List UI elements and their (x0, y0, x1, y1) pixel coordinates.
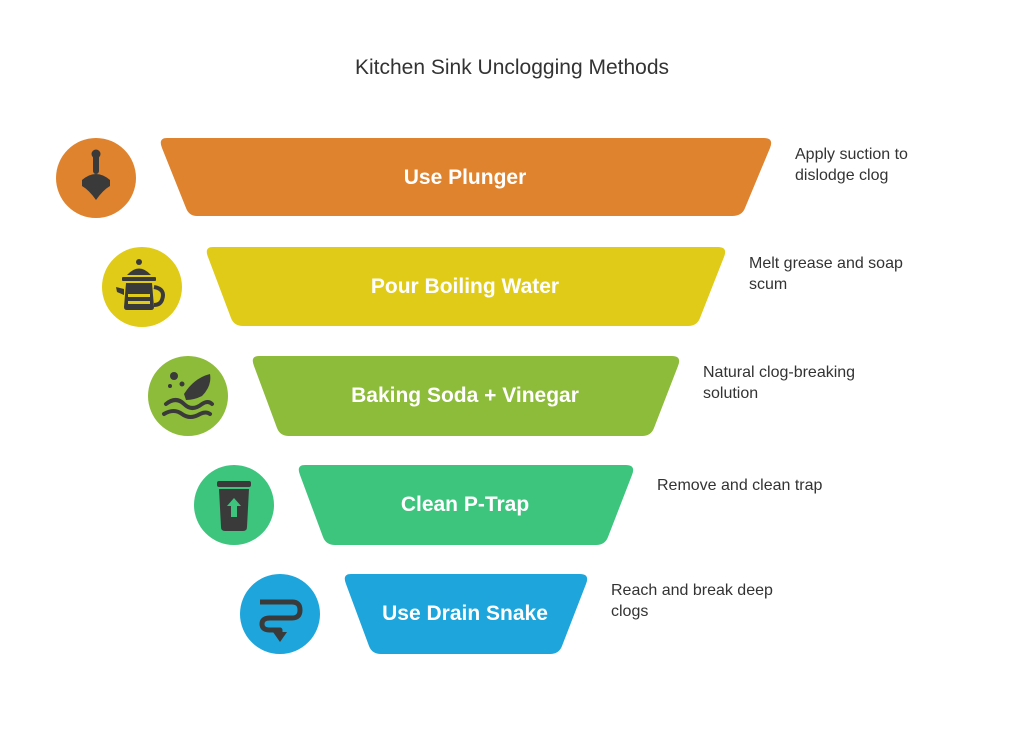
fizzing-solution-icon (162, 372, 214, 419)
stage-label-p-trap: Clean P-Trap (400, 493, 530, 516)
stage-description-p-trap: Remove and clean trap (657, 477, 823, 494)
stage-description-drain-snake: Reach and break deep clogs (611, 582, 773, 620)
diagram-title: Kitchen Sink Unclogging Methods (354, 56, 669, 79)
plunger-icon (82, 149, 110, 200)
stage-label-plunger: Use Plunger (403, 166, 527, 189)
drain-snake-icon (259, 599, 303, 642)
stage-icon-2 (102, 247, 182, 327)
stage-description-boiling-water: Melt grease and soap scum (749, 255, 903, 293)
stage-label-drain-snake: Use Drain Snake (382, 602, 548, 625)
stage-icon-4 (194, 465, 274, 545)
funnel-stage-1 (160, 138, 772, 216)
stage-description-plunger: Apply suction to dislodge clog (795, 146, 908, 184)
stage-label-boiling-water: Pour Boiling Water (370, 275, 560, 298)
stage-label-baking-soda: Baking Soda + Vinegar (351, 384, 579, 407)
trap-container-icon (217, 481, 251, 531)
kettle-icon (116, 259, 165, 310)
funnel-stage-2 (206, 247, 726, 326)
stage-description-baking-soda: Natural clog-breaking solution (703, 364, 856, 402)
funnel-stage-4 (298, 465, 634, 545)
stage-icon-3 (148, 356, 228, 436)
stage-icon-1 (56, 138, 136, 218)
stage-icon-5 (240, 574, 320, 654)
funnel-stage-5 (344, 574, 588, 654)
funnel-stage-3 (252, 356, 680, 436)
